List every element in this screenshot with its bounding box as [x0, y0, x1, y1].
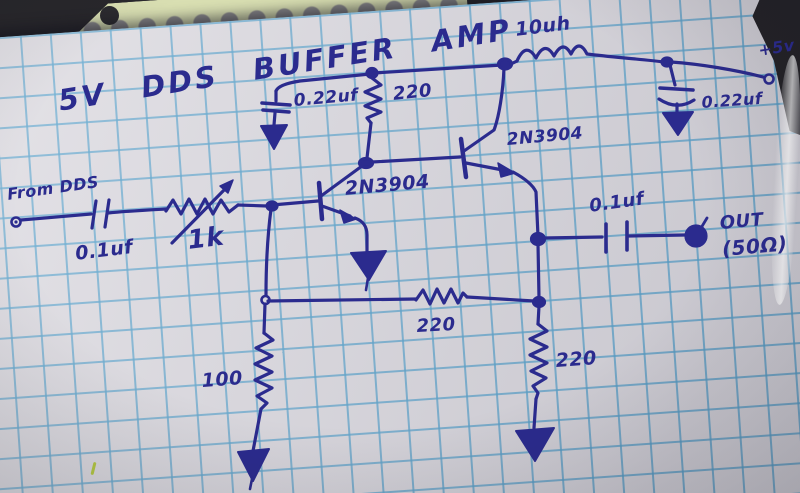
gain-potentiometer — [164, 179, 269, 245]
binder-hole — [100, 6, 119, 25]
supply-rail — [274, 44, 775, 93]
base-node — [260, 199, 320, 306]
supply-terminal — [763, 73, 775, 85]
transistor-q2 — [458, 66, 540, 238]
bypass-cap-left — [260, 89, 292, 150]
collector-resistor — [363, 76, 383, 160]
output-terminal — [684, 224, 708, 248]
input-terminal — [10, 212, 93, 228]
inductor-coil — [515, 44, 666, 64]
output-network — [529, 216, 709, 309]
base-resistor-value: 100 — [201, 367, 244, 392]
emitter-resistor-value: 220 — [555, 347, 598, 372]
transistor-q1 — [316, 164, 387, 292]
emitter-resistor — [515, 304, 555, 462]
feedback-resistor — [266, 287, 536, 306]
bypass-cap-right — [657, 63, 696, 136]
output-label: OUT — [719, 209, 765, 234]
interstage-node — [357, 155, 462, 170]
feedback-resistor-value: 220 — [416, 313, 457, 337]
input-coupling-capacitor — [90, 198, 168, 230]
base-resistor — [237, 302, 275, 491]
collector-resistor-value: 220 — [392, 79, 434, 105]
pot-value: 1k — [186, 221, 226, 256]
